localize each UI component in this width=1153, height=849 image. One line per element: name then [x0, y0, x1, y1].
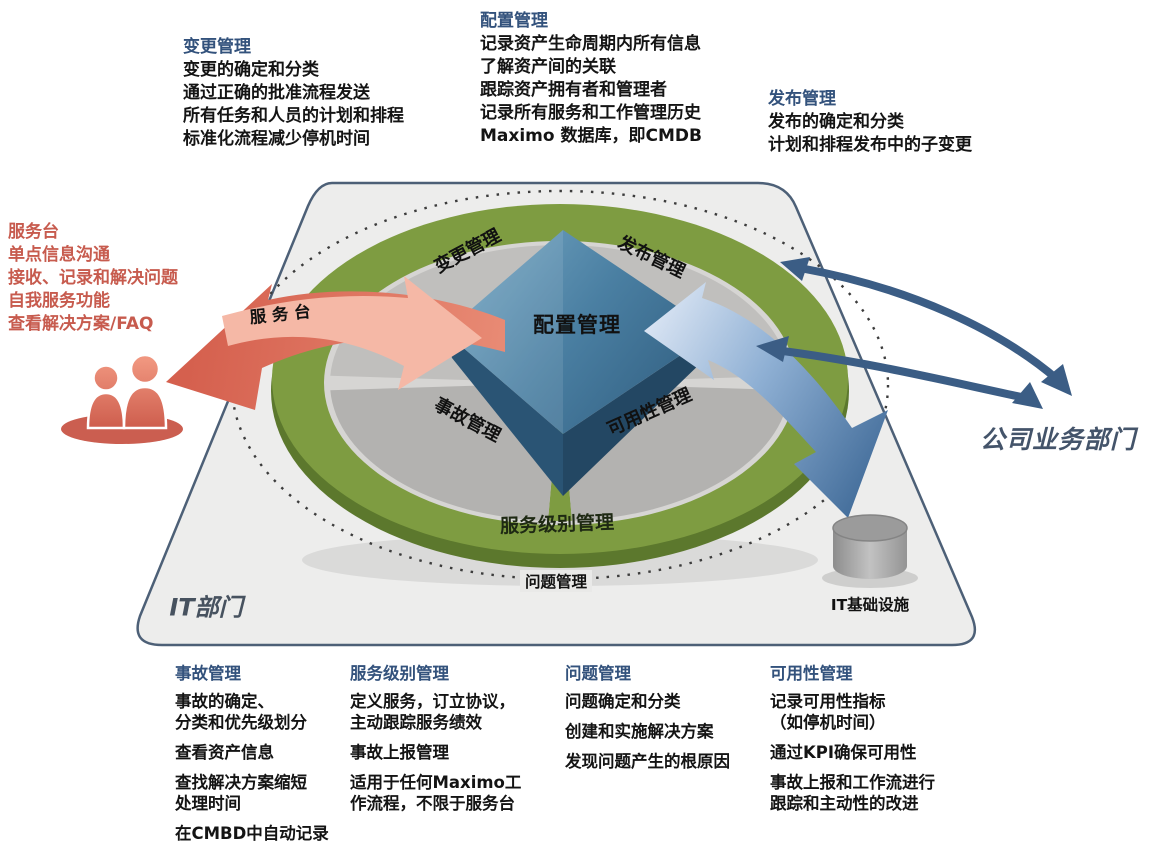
block-para: 在CMBD中自动记录: [175, 824, 329, 843]
block-line: 记录资产生命周期内所有信息: [480, 34, 701, 54]
problem-mgmt-block: 问题管理 问题确定和分类 创建和实施解决方案 发现问题产生的根原因: [565, 663, 730, 781]
block-line: 记录所有服务和工作管理历史: [480, 103, 701, 123]
business-units-label: 公司业务部门: [979, 425, 1137, 454]
config-mgmt-block: 配置管理 记录资产生命周期内所有信息 了解资产间的关联 跟踪资产拥有者和管理者 …: [480, 10, 702, 148]
block-title-service-desk: 服务台: [8, 222, 59, 242]
users-icon: [61, 353, 183, 444]
service-desk-block: 服务台 单点信息沟通 接收、记录和解决问题 自我服务功能 查看解决方案/FAQ: [8, 221, 178, 336]
block-line: Maximo 数据库，即CMDB: [480, 126, 702, 146]
block-para: 定义服务，订立协议， 主动跟踪服务绩效: [350, 692, 515, 732]
block-title-config: 配置管理: [480, 11, 548, 31]
block-line: 发布的确定和分类: [768, 112, 904, 132]
block-title-service-level: 服务级别管理: [350, 664, 449, 683]
availability-mgmt-block: 可用性管理 记录可用性指标 （如停机时间） 通过KPI确保可用性 事故上报和工作…: [770, 663, 935, 823]
block-line: 通过正确的批准流程发送: [183, 83, 370, 103]
service-desk-arrow-in: [222, 276, 482, 390]
business-arrowheads: [756, 257, 1072, 409]
block-title-change: 变更管理: [183, 37, 251, 57]
ring-label-service-level: 服务级别管理: [499, 511, 615, 538]
block-line: 变更的确定和分类: [183, 60, 319, 80]
it-dept-label: IT部门: [169, 593, 243, 622]
release-mgmt-block: 发布管理 发布的确定和分类 计划和排程发布中的子变更: [768, 88, 972, 157]
dotted-ellipse: [230, 189, 890, 581]
block-line: 单点信息沟通: [8, 245, 110, 265]
block-title-release: 发布管理: [768, 89, 836, 109]
change-mgmt-block: 变更管理 变更的确定和分类 通过正确的批准流程发送 所有任务和人员的计划和排程 …: [183, 36, 404, 151]
block-line: 自我服务功能: [8, 291, 110, 311]
center-label-config: 配置管理: [533, 313, 621, 337]
incident-mgmt-block: 事故管理 事故的确定、 分类和优先级划分 查看资产信息 查找解决方案缩短 处理时…: [175, 663, 329, 849]
it-infrastructure-icon: [822, 514, 918, 588]
block-para: 查看资产信息: [175, 743, 274, 762]
block-line: 查看解决方案/FAQ: [8, 314, 154, 334]
service-level-block: 服务级别管理 定义服务，订立协议， 主动跟踪服务绩效 事故上报管理 适用于任何M…: [350, 663, 521, 823]
block-line: 接收、记录和解决问题: [8, 268, 178, 288]
infrastructure-arrow: [644, 282, 888, 518]
block-title-incident: 事故管理: [175, 664, 241, 683]
block-para: 问题确定和分类: [565, 692, 681, 711]
block-para: 创建和实施解决方案: [565, 722, 714, 741]
block-line: 所有任务和人员的计划和排程: [183, 106, 404, 126]
block-para: 发现问题产生的根原因: [565, 752, 730, 771]
service-desk-arrow: [166, 276, 505, 410]
block-title-problem: 问题管理: [565, 664, 631, 683]
business-arrows: [774, 264, 1061, 402]
block-para: 记录可用性指标 （如停机时间）: [770, 692, 886, 732]
it-infra-label: IT基础设施: [830, 596, 910, 614]
block-para: 事故的确定、 分类和优先级划分: [175, 692, 307, 732]
block-line: 了解资产间的关联: [480, 57, 616, 77]
block-para: 查找解决方案缩短 处理时间: [175, 773, 307, 813]
block-para: 通过KPI确保可用性: [770, 743, 917, 762]
block-title-availability: 可用性管理: [770, 664, 853, 683]
block-line: 标准化流程减少停机时间: [183, 129, 370, 149]
block-line: 计划和排程发布中的子变更: [768, 135, 972, 155]
block-para: 适用于任何Maximo工 作流程，不限于服务台: [350, 773, 522, 813]
dotted-label-problem: 问题管理: [519, 570, 593, 592]
block-para: 事故上报管理: [350, 743, 449, 762]
block-line: 跟踪资产拥有者和管理者: [480, 80, 667, 100]
block-para: 事故上报和工作流进行 跟踪和主动性的改进: [770, 773, 935, 813]
